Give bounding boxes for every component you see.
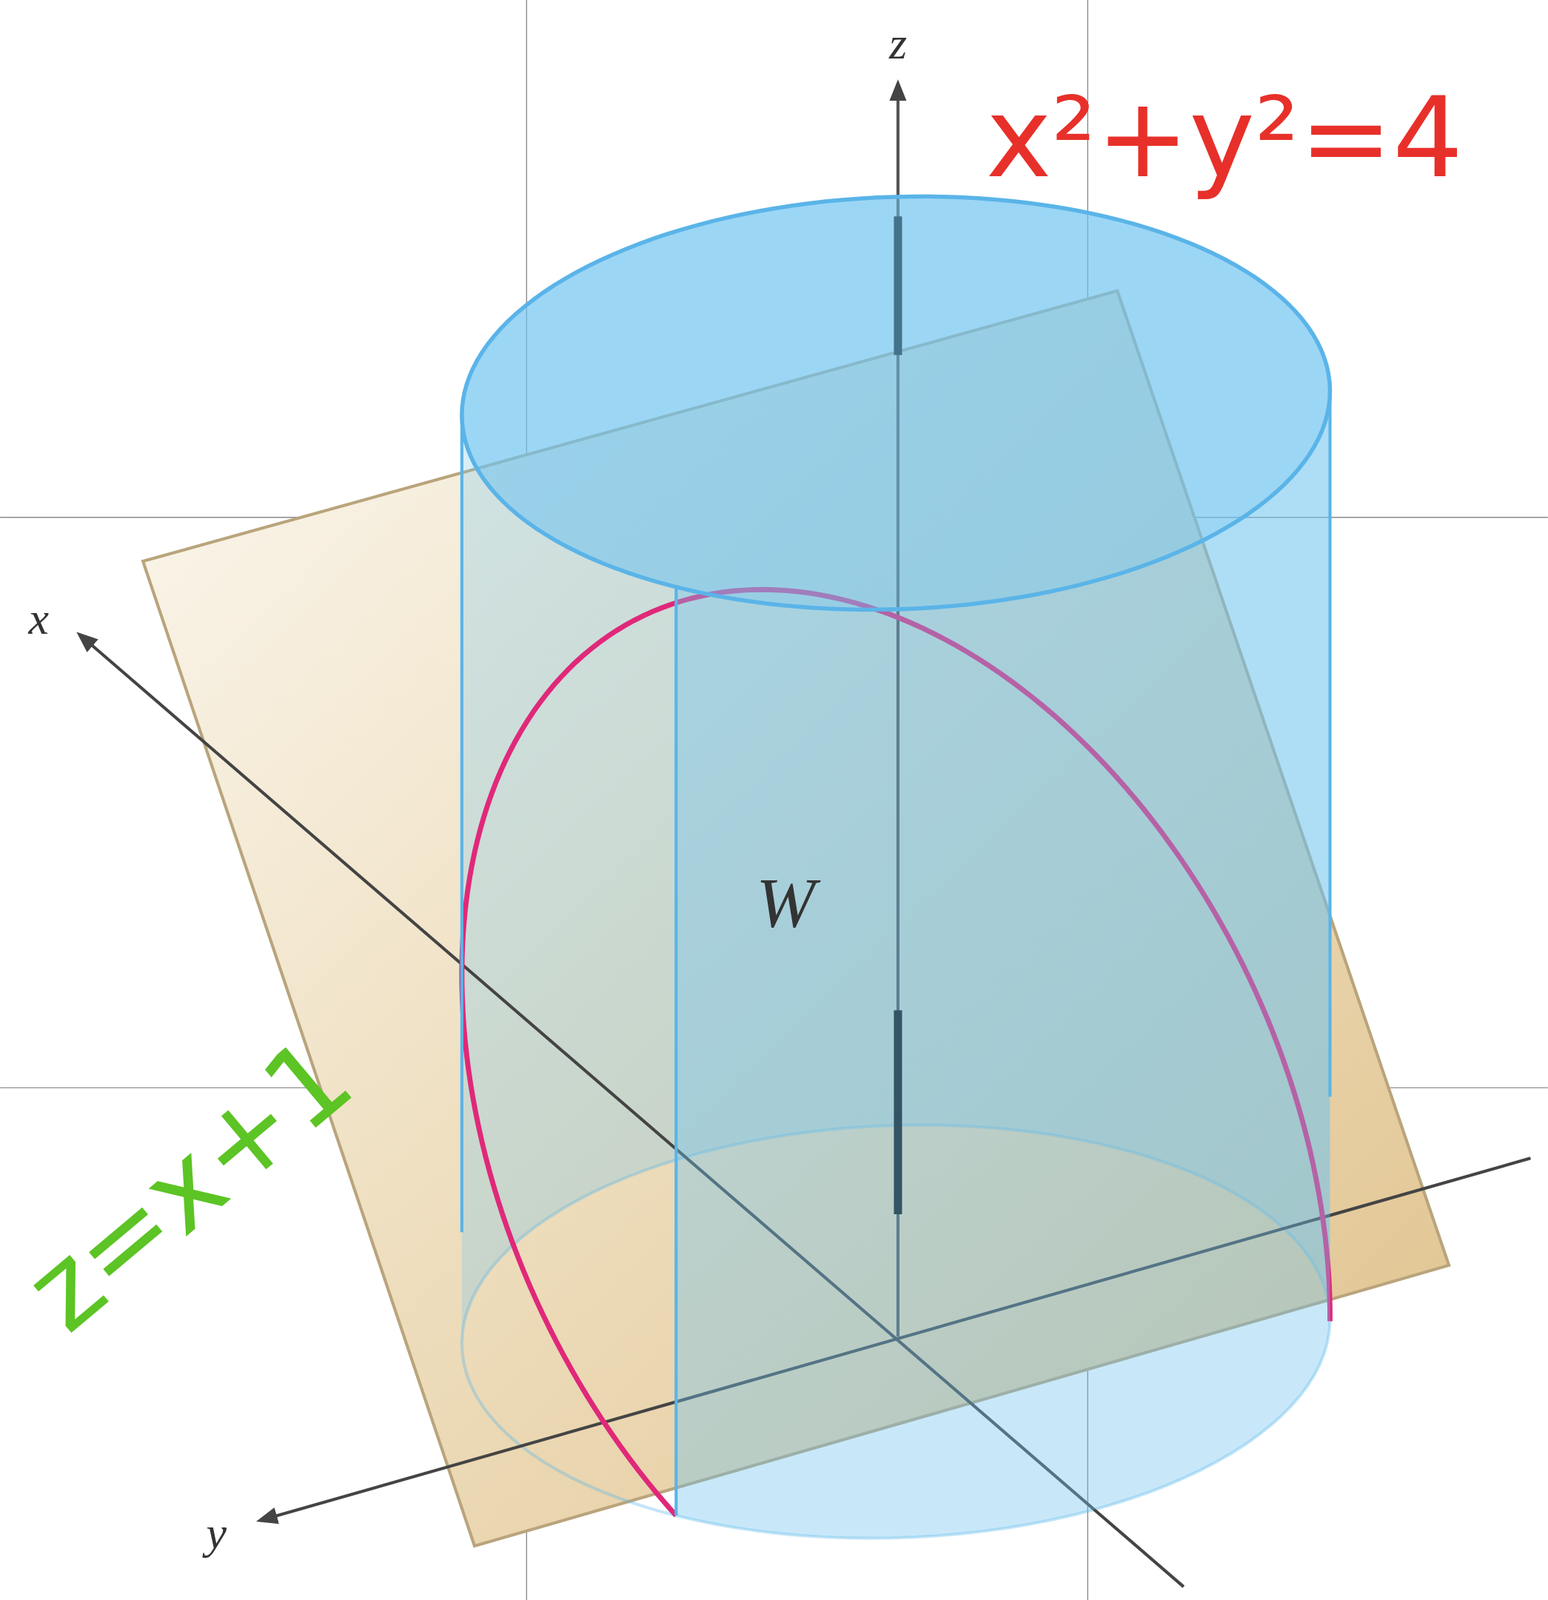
axis-label: z <box>889 19 907 66</box>
cylinder-cut-edge <box>674 587 678 1516</box>
axis-label: y <box>205 1509 227 1556</box>
plane-equation: z=x+1 <box>7 1018 371 1349</box>
axis-label: x <box>28 595 50 642</box>
cylinder-equation: x²+y²=4 <box>986 82 1464 194</box>
cylinder-side-edge <box>1328 390 1332 1097</box>
cylinder-side-edge <box>460 415 464 1233</box>
cylinder-top-ellipse <box>461 196 1331 610</box>
region-label: W <box>755 867 816 939</box>
